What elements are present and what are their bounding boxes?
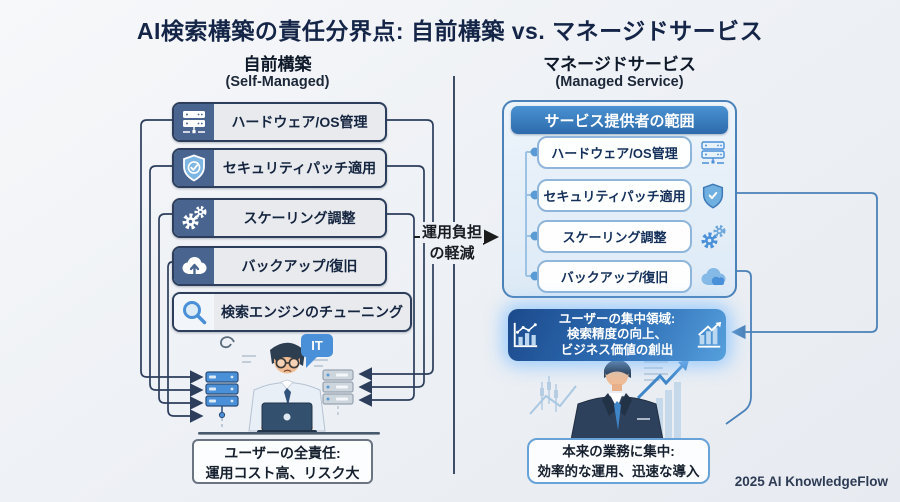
right-caption-box: 本来の業務に集中: 効率的な運用、迅速な導入 [527,438,710,484]
left-task-hardware: ハードウェア/OS管理 [172,102,387,142]
left-task-label: バックアップ/復旧 [241,258,358,274]
businessman-figure [570,359,664,440]
right-column-heading: マネージドサービス (Managed Service) [502,55,737,91]
left-task-label: 検索エンジンのチューニング [221,304,403,320]
left-task-backup: バックアップ/復旧 [172,246,387,286]
focus-text: ユーザーの集中領域: 検索精度の向上、 ビジネス価値の創出 [542,312,692,359]
left-task-tuning: 検索エンジンのチューニング [172,292,412,332]
left-heading-jp: 自前構築 [243,55,312,74]
left-server-rack [205,371,239,430]
server-icon [696,138,730,168]
cloud-upload-icon [174,248,214,284]
focus-line1: ユーザーの集中領域: [558,311,676,326]
credit-text: 2025 AI KnowledgeFlow [734,474,888,489]
right-task-security: セキュリティパッチ適用 [537,179,692,212]
growth-chart-icon [692,320,726,350]
chart-line-bars-icon [508,320,542,350]
burden-reduction-line1: 運用負担 [420,222,484,243]
left-caption-box: ユーザーの全責任: 運用コスト高、リスク大 [192,439,373,484]
shield-check-icon [696,181,730,211]
right-task-scaling: スケーリング調整 [537,220,692,253]
right-caption-line2: 効率的な運用、迅速な導入 [537,464,700,479]
right-caption-line1: 本来の業務に集中: [562,444,675,459]
right-task-backup: バックアップ/復旧 [537,260,692,293]
left-task-label: ハードウェア/OS管理 [231,114,368,130]
cloud-icon [696,262,730,292]
right-heading-en: (Managed Service) [555,74,684,90]
page-title: AI検索構築の責任分界点: 自前構築 vs. マネージドサービス [136,18,764,44]
server-icon [174,104,214,140]
focus-line2: 検索精度の向上、 [566,327,667,342]
it-speech-bubble: IT [301,334,333,368]
user-focus-area-box: ユーザーの集中領域: 検索精度の向上、 ビジネス価値の創出 [508,309,726,361]
left-caption-line2: 運用コスト高、リスク大 [205,465,360,481]
stressed-developer-illustration [198,336,380,435]
left-caption-line1: ユーザーの全責任: [224,445,341,461]
right-scene-wires [725,192,878,425]
search-icon [174,294,214,330]
left-heading-en: (Self-Managed) [225,74,330,90]
developer-figure [248,342,326,434]
desk [198,432,380,435]
left-task-label: セキュリティパッチ適用 [222,160,377,176]
left-task-scaling: スケーリング調整 [172,198,387,238]
provider-scope-header: サービス提供者の範囲 [511,106,728,134]
gears-icon [696,222,730,252]
stress-squiggle [220,336,235,349]
right-heading-jp: マネージドサービス [543,55,696,74]
provider-scope-container: サービス提供者の範囲 ハードウェア/OS管理 セキュリティパッチ適用 スケーリン… [502,100,737,298]
gears-icon [174,200,214,236]
focus-line3: ビジネス価値の創出 [560,342,674,357]
right-server-rack [322,369,354,418]
column-divider-line [453,76,455,474]
businessman-illustration [529,359,689,440]
left-task-label: スケーリング調整 [243,210,356,226]
shield-check-icon [174,150,214,186]
left-column-heading: 自前構築 (Self-Managed) [160,55,395,91]
burden-reduction-line2: の軽減 [427,243,477,264]
right-task-hardware: ハードウェア/OS管理 [537,136,692,169]
burden-reduction-label: 運用負担 の軽減 [420,222,484,264]
left-task-security: セキュリティパッチ適用 [172,148,387,188]
